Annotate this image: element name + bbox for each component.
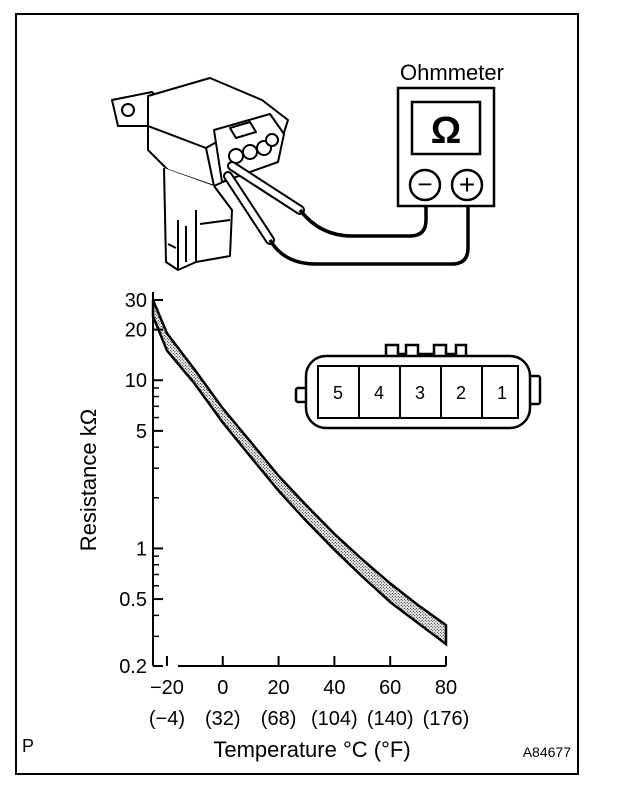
minus-icon: − [417,169,432,199]
y-tick-label: 10 [125,370,147,392]
connector-face [317,365,519,419]
x-tick-label-fahrenheit: (32) [205,708,241,730]
y-tick-label: 1 [136,538,147,560]
x-tick-label: 0 [217,677,228,699]
x-tick-label: 40 [323,677,345,699]
connector-pin-view [294,343,542,430]
pin-label: 1 [497,383,507,403]
x-tick-label: 80 [435,677,457,699]
y-tick-label: 20 [125,320,147,342]
sensor-illustration [111,77,289,271]
corner-mark: P [22,736,34,756]
pin-label: 2 [456,383,466,403]
ohmmeter: Ohmmeter Ω − + [396,60,504,208]
resistance-band [151,299,448,647]
pin-label: 3 [415,383,425,403]
y-tick-label: 0.5 [119,589,147,611]
x-tick-label: −20 [150,677,184,699]
x-tick-label-fahrenheit: (68) [261,708,297,730]
connector-pin-labels: 5 4 3 2 1 [333,383,507,403]
pin-label: 4 [374,383,384,403]
positive-terminal [450,168,484,202]
x-axis-label: Temperature °C (°F) [213,737,410,762]
plus-icon: + [459,169,475,200]
ohmmeter-display [410,100,482,156]
y-tick-label: 0.2 [119,656,147,678]
ohmmeter-label: Ohmmeter [400,60,504,85]
x-axis-ticks: −20 (−4) 0 (32) 20 (68) 40 (104) 60 (140) 80 (176) [149,656,469,730]
x-tick-label-fahrenheit: (104) [311,708,358,730]
wire-negative [298,206,428,238]
resistance-chart: 0.2 0.5 1 5 10 20 30 −20 (−4) 0 (32) 20 (68) 40 (104)… [76,290,469,762]
x-tick-label-fahrenheit: (−4) [149,708,185,730]
y-tick-label: 5 [136,421,147,443]
wire-positive [268,206,470,266]
x-tick-label-fahrenheit: (176) [423,708,470,730]
ohm-symbol-icon: Ω [431,110,461,152]
y-axis-ticks: 0.2 0.5 1 5 10 20 30 [119,290,163,678]
figure-id: A84677 [523,744,571,760]
y-tick-label: 30 [125,290,147,312]
x-tick-label: 20 [267,677,289,699]
negative-terminal [408,168,442,202]
y-axis-label: Resistance kΩ [76,409,101,551]
figure-frame [15,13,579,775]
pin-label: 5 [333,383,343,403]
test-leads [223,161,470,266]
x-tick-label-fahrenheit: (140) [367,708,414,730]
x-tick-label: 60 [379,677,401,699]
